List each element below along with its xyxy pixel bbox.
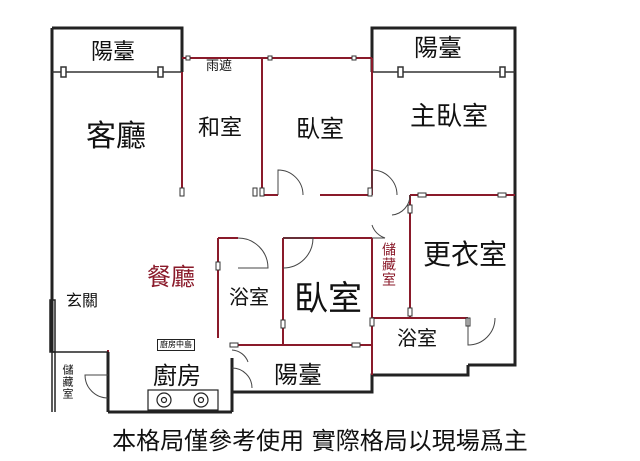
bathroom-center-label: 浴室 — [229, 285, 269, 309]
outer-wall-balcony — [232, 365, 470, 394]
storage-right-label: 儲藏室 — [380, 242, 396, 287]
storage-left-label: 儲藏室 — [61, 364, 74, 400]
living-room-label: 客廳 — [86, 119, 146, 154]
outer-walls — [50, 26, 517, 414]
interior-walls — [107, 57, 515, 375]
disclaimer-footer: 本格局僅參考使用 實際格局以現場爲主 — [112, 427, 528, 455]
dining-room-label: 餐廳 — [147, 263, 195, 291]
rain-shelter-label: 雨遮 — [206, 59, 233, 74]
bedroom-top-label: 臥室 — [296, 115, 344, 143]
bedroom-center-label: 臥室 — [294, 279, 362, 319]
stove-icon — [147, 389, 219, 411]
outer-wall-right-top — [370, 26, 517, 367]
entrance-frame — [49, 299, 108, 412]
balcony-bottom-label: 陽臺 — [274, 361, 322, 389]
door-swings — [84, 169, 496, 399]
balcony-top-left-label: 陽臺 — [91, 40, 136, 65]
balcony-rails — [52, 66, 515, 78]
kitchen-label: 廚房 — [153, 362, 201, 390]
balcony-top-right-label: 陽臺 — [414, 34, 462, 62]
walk-in-closet-label: 更衣室 — [423, 238, 508, 271]
bathroom-right-label: 浴室 — [397, 326, 437, 350]
entrance-label: 玄關 — [66, 291, 99, 310]
japanese-room-label: 和室 — [198, 116, 243, 141]
master-bedroom-label: 主臥室 — [410, 102, 489, 132]
kitchen-island-label: 廚房中島 — [157, 339, 195, 351]
